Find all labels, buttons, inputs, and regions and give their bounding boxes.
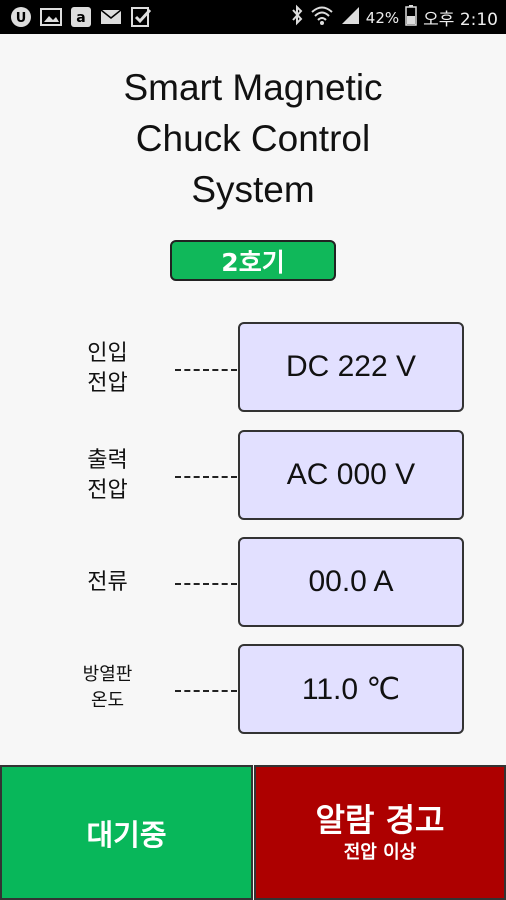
alarm-sub-label: 전압 이상 — [343, 841, 417, 863]
output-voltage-value: AC 000 V — [238, 430, 464, 520]
connector-line — [175, 369, 237, 371]
connector-line — [175, 690, 237, 692]
heatsink-temp-label: 방열판 온도 — [82, 664, 133, 711]
output-voltage-text: AC 000 V — [286, 458, 416, 491]
unit-badge[interactable]: 2호기 — [170, 240, 336, 281]
wifi-icon — [310, 5, 334, 30]
unit-label: 2호기 — [221, 247, 285, 277]
current-text: 00.0 A — [308, 565, 394, 598]
standby-label: 대기중 — [86, 817, 167, 852]
current-value: 00.0 A — [238, 537, 464, 627]
battery-icon — [405, 4, 417, 31]
input-voltage-label: 인입 전압 — [87, 341, 128, 396]
notification-icons: U a — [10, 6, 152, 28]
heatsink-temp-text: 11.0 ℃ — [301, 672, 401, 706]
status-bar: U a 42% 오후 2:10 — [0, 0, 506, 34]
output-voltage-label: 출력 전압 — [87, 448, 128, 503]
system-status: 42% 오후 2:10 — [290, 4, 498, 31]
alarm-label: 알람 경고 — [315, 800, 445, 839]
bluetooth-icon — [290, 4, 304, 31]
check-icon — [130, 6, 152, 28]
mail-icon — [100, 6, 122, 28]
alarm-button[interactable]: 알람 경고 전압 이상 — [254, 765, 506, 900]
connector-line — [175, 476, 237, 478]
input-voltage-text: DC 222 V — [285, 350, 417, 383]
gallery-icon — [40, 6, 62, 28]
u-plus-icon: U — [10, 6, 32, 28]
current-label: 전류 — [87, 570, 128, 595]
standby-button[interactable]: 대기중 — [0, 765, 253, 900]
amazon-icon: a — [70, 6, 92, 28]
svg-text:U: U — [16, 11, 27, 26]
battery-percent: 42% — [365, 8, 400, 27]
signal-icon — [340, 5, 360, 30]
input-voltage-value: DC 222 V — [238, 322, 464, 412]
clock: 오후 2:10 — [423, 10, 498, 30]
heatsink-temp-value: 11.0 ℃ — [238, 644, 464, 734]
title-text: Smart Magnetic Chuck Control System — [123, 67, 383, 210]
app-title: Smart Magnetic Chuck Control System — [0, 62, 506, 215]
svg-text:a: a — [76, 10, 85, 26]
connector-line — [175, 583, 237, 585]
